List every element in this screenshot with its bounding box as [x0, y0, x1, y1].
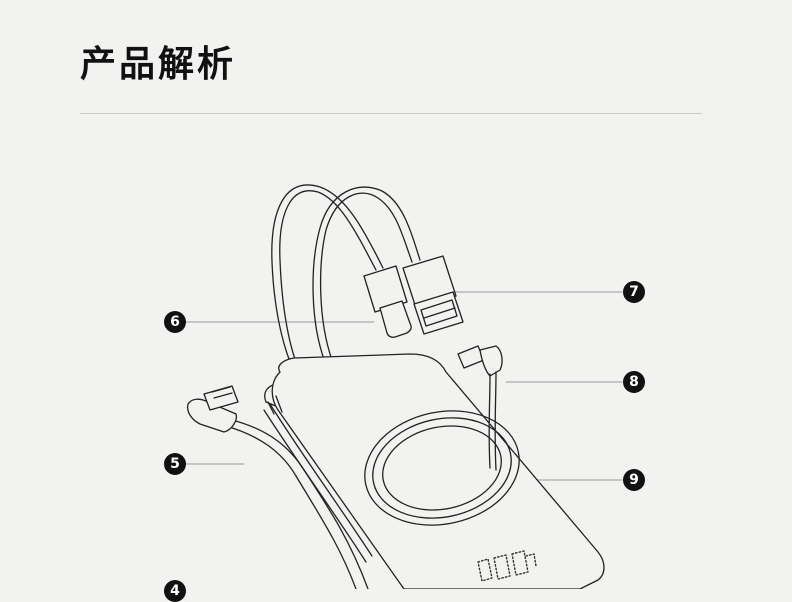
callout-9: 9 [623, 469, 645, 491]
callout-4: 4 [164, 580, 186, 602]
power-bank-diagram [185, 184, 623, 589]
usb-a-connector [402, 255, 464, 335]
callout-5: 5 [164, 453, 186, 475]
usb-c-connector [363, 265, 412, 338]
cable-loops [271, 184, 421, 376]
wireless-charging-ring [364, 410, 520, 526]
lightning-connector [457, 345, 503, 471]
page-title: 产品解析 [80, 44, 237, 85]
callout-6: 6 [164, 311, 186, 333]
callout-7: 7 [623, 281, 645, 303]
micro-usb-connector [186, 385, 239, 433]
led-display [477, 550, 537, 582]
power-bank-body [264, 353, 605, 589]
title-divider [80, 113, 702, 114]
side-cables [225, 403, 373, 589]
callout-8: 8 [623, 371, 645, 393]
